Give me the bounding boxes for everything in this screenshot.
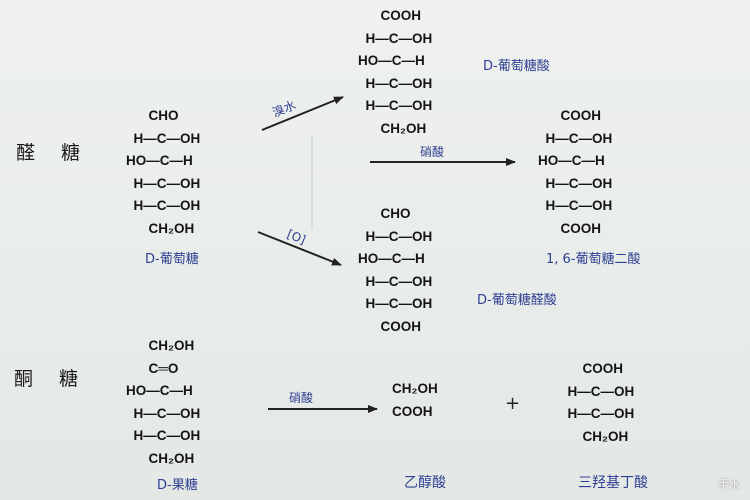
arrow-oxidation bbox=[257, 231, 342, 266]
arrow-bromine-water bbox=[261, 96, 344, 131]
watermark: 手水 bbox=[718, 478, 740, 491]
glucaric-acid-name: 1, 6-葡萄糖二酸 bbox=[546, 252, 641, 267]
label-nitric-acid-1: 硝酸 bbox=[420, 145, 445, 159]
gluconic-acid-name: D-葡萄糖酸 bbox=[483, 59, 550, 74]
glucose-formula: CHO H—C—OH HO—C—H H—C—OH H—C—OH CH₂OH bbox=[126, 108, 201, 236]
glucuronic-acid-name: D-葡萄糖醛酸 bbox=[477, 293, 557, 308]
fructose-name: D-果糖 bbox=[157, 478, 198, 493]
glucaric-acid-formula: COOH H—C—OH HO—C—H H—C—OH H—C—OH COOH bbox=[538, 108, 613, 236]
ketose-heading: 酮 糖 bbox=[14, 368, 89, 390]
trihydroxybutyric-acid-name: 三羟基丁酸 bbox=[578, 475, 648, 491]
aldose-heading: 醛 糖 bbox=[16, 142, 91, 164]
label-nitric-acid-2: 硝酸 bbox=[289, 391, 314, 405]
glycolic-acid-formula: CH₂OH COOH bbox=[392, 381, 438, 419]
gluconic-acid-formula: COOH H—C—OH HO—C—H H—C—OH H—C—OH CH₂OH bbox=[358, 8, 433, 136]
glucose-name: D-葡萄糖 bbox=[145, 252, 199, 267]
plus-sign: + bbox=[505, 393, 521, 414]
glucuronic-acid-formula: CHO H—C—OH HO—C—H H—C—OH H—C—OH COOH bbox=[358, 206, 433, 334]
trihydroxybutyric-acid-formula: COOH H—C—OH H—C—OH CH₂OH bbox=[567, 361, 635, 444]
fructose-formula: CH₂OH C═O HO—C—H H—C—OH H—C—OH CH₂OH bbox=[126, 338, 201, 466]
glycolic-acid-name: 乙醇酸 bbox=[404, 475, 446, 491]
